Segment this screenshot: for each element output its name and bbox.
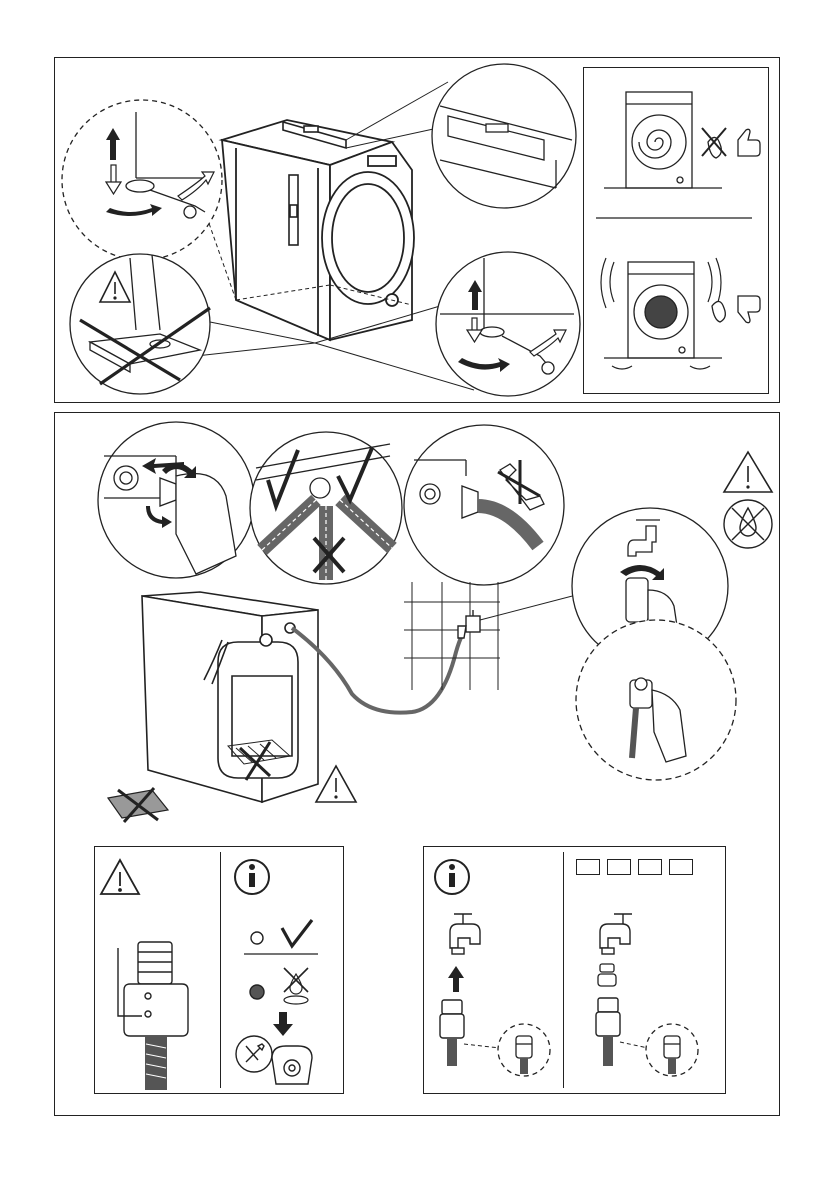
hose-connector (440, 1000, 464, 1038)
tap-adapter (598, 964, 616, 986)
indicator-red-bad (250, 985, 264, 999)
arrow-up-icon (448, 966, 464, 992)
tap-icon (600, 914, 632, 954)
hose-safety-connector (118, 942, 188, 1036)
service-tools-icon (236, 1036, 272, 1072)
arrow-down-icon (273, 1012, 293, 1036)
phone-icon (272, 1046, 312, 1084)
tap-icon (450, 914, 480, 954)
warning-triangle-icon (101, 860, 139, 894)
indicator-clear-ok (251, 932, 263, 944)
check-icon (282, 920, 312, 946)
hose-connector (596, 998, 620, 1036)
